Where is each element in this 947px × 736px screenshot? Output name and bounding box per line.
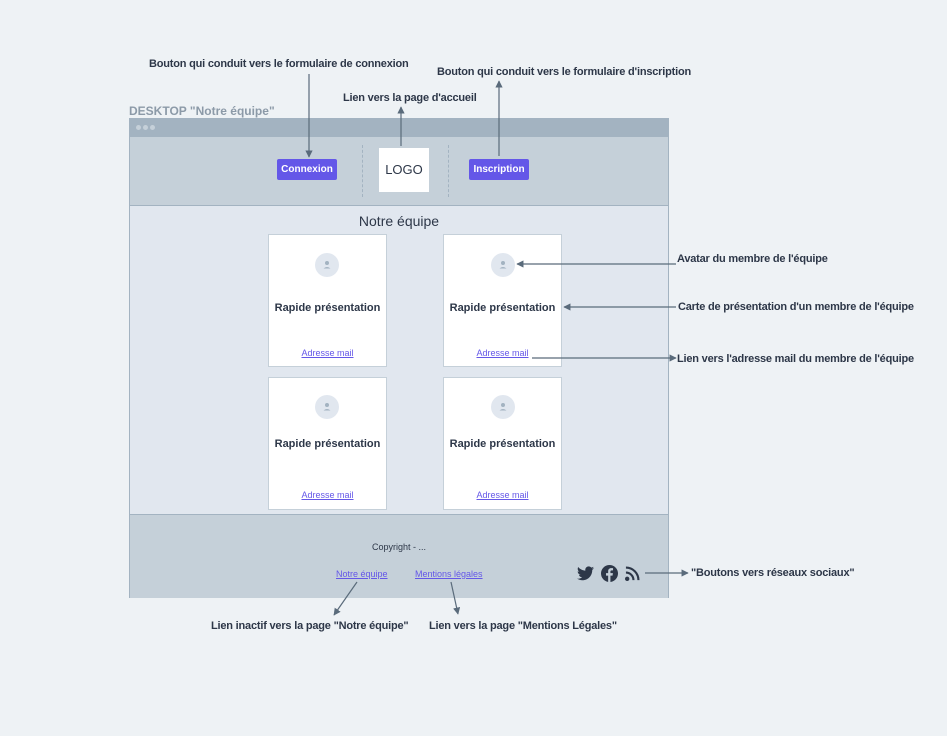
annotation-mail: Lien vers l'adresse mail du membre de l'… — [677, 353, 914, 365]
annotation-signup: Bouton qui conduit vers le formulaire d'… — [437, 66, 691, 78]
card-title: Rapide présentation — [274, 302, 381, 314]
window-titlebar — [130, 119, 668, 137]
avatar-icon — [315, 253, 339, 277]
page-title: Notre équipe — [358, 213, 440, 229]
annotation-login: Bouton qui conduit vers le formulaire de… — [149, 58, 409, 70]
annotation-card: Carte de présentation d'un membre de l'é… — [678, 301, 914, 313]
site-header: Connexion LOGO Inscription — [130, 137, 668, 206]
annotation-social: "Boutons vers réseaux sociaux" — [691, 567, 855, 579]
twitter-icon[interactable] — [577, 566, 594, 581]
window-dot-icon — [136, 125, 141, 130]
team-card: Rapide présentation Adresse mail — [443, 234, 562, 367]
card-title: Rapide présentation — [449, 438, 556, 450]
signup-button[interactable]: Inscription — [469, 159, 529, 180]
footer-link-legal[interactable]: Mentions légales — [415, 569, 483, 579]
facebook-icon[interactable] — [601, 565, 618, 582]
window-dot-icon — [150, 125, 155, 130]
card-mail-link[interactable]: Adresse mail — [301, 348, 354, 358]
footer-link-team: Notre équipe — [336, 569, 388, 579]
frame-label: DESKTOP "Notre équipe" — [129, 104, 275, 118]
login-button[interactable]: Connexion — [277, 159, 337, 180]
header-divider — [448, 145, 449, 197]
card-title: Rapide présentation — [274, 438, 381, 450]
team-card: Rapide présentation Adresse mail — [443, 377, 562, 510]
window-dot-icon — [143, 125, 148, 130]
annotation-team-link: Lien inactif vers la page "Notre équipe" — [211, 620, 409, 632]
header-divider — [362, 145, 363, 197]
annotation-avatar: Avatar du membre de l'équipe — [677, 253, 828, 265]
annotation-home: Lien vers la page d'accueil — [343, 92, 477, 104]
avatar-icon — [315, 395, 339, 419]
logo-link[interactable]: LOGO — [379, 148, 429, 192]
avatar-icon — [491, 395, 515, 419]
site-footer: Copyright - ... Notre équipe Mentions lé… — [130, 514, 668, 598]
rss-icon[interactable] — [625, 566, 640, 581]
avatar-icon — [491, 253, 515, 277]
card-mail-link[interactable]: Adresse mail — [476, 348, 529, 358]
card-mail-link[interactable]: Adresse mail — [301, 490, 354, 500]
card-title: Rapide présentation — [449, 302, 556, 314]
desktop-window: Connexion LOGO Inscription Notre équipe … — [129, 118, 669, 598]
copyright-text: Copyright - ... — [371, 542, 427, 552]
annotation-legal-link: Lien vers la page "Mentions Légales" — [429, 620, 617, 632]
team-card: Rapide présentation Adresse mail — [268, 234, 387, 367]
card-mail-link[interactable]: Adresse mail — [476, 490, 529, 500]
team-card: Rapide présentation Adresse mail — [268, 377, 387, 510]
